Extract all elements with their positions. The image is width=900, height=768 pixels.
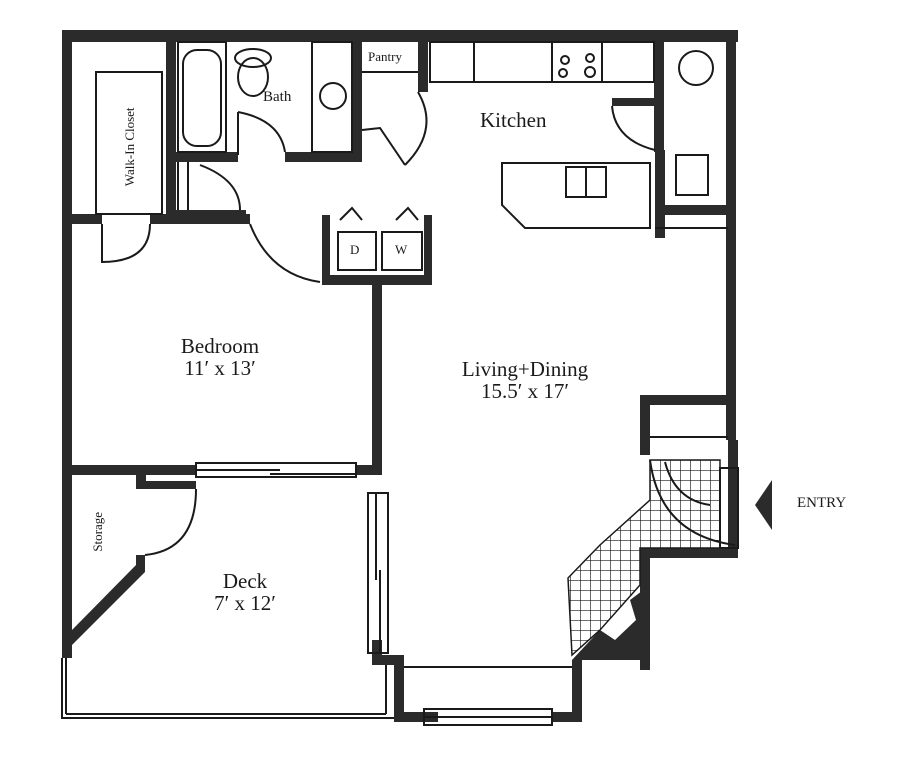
entry-arrow-icon — [755, 480, 772, 530]
kitchen-label: Kitchen — [480, 108, 547, 132]
bedroom-dimensions: 11′ x 13′ — [184, 356, 256, 381]
bedroom-label: Bedroom — [180, 334, 260, 358]
living-dining-room: Living+Dining 15.5′ x 17′ — [445, 358, 605, 402]
bedroom-room: Bedroom 11′ x 13′ — [150, 335, 290, 379]
east-wall-upper — [726, 30, 736, 440]
entry-label: ENTRY — [797, 495, 847, 511]
entry-tile-floor — [567, 459, 721, 657]
living-dining-label: Living+Dining — [461, 357, 589, 381]
storage-label: Storage — [90, 511, 106, 552]
pantry-label: Pantry — [368, 49, 402, 64]
living-dining-dimensions: 15.5′ x 17′ — [481, 379, 569, 404]
deck-dimensions: 7′ x 12′ — [214, 591, 276, 616]
north-wall — [62, 30, 738, 42]
walk-in-closet-label: Walk-In Closet — [122, 107, 138, 187]
deck-room: Deck 7′ x 12′ — [200, 570, 290, 614]
washer-label: W — [395, 242, 408, 257]
bath-label: Bath — [263, 89, 292, 105]
west-wall — [62, 30, 72, 658]
deck-label: Deck — [222, 569, 268, 593]
dryer-label: D — [350, 242, 360, 257]
